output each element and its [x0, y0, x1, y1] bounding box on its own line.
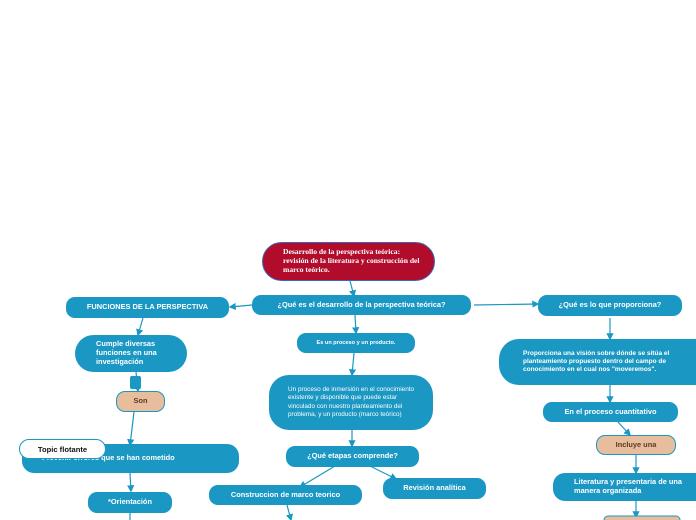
cumple-funciones-label: Cumple diversas funciones en una investi…: [96, 339, 157, 366]
definition-node[interactable]: Un proceso de inmersión en el conocimien…: [269, 375, 433, 430]
vision-label: Proporciona una visión sobre dónde se si…: [523, 350, 670, 373]
process-product-label: Es un proceso y un producto.: [316, 339, 396, 346]
center-question-label: ¿Qué es el desarrollo de la perspectiva …: [277, 299, 446, 309]
funciones-perspectiva-label: FUNCIONES DE LA PERSPECTIVA: [86, 302, 209, 312]
orientacion-node[interactable]: *Orientación: [88, 492, 172, 513]
stages-question-label: ¿Qué etapas comprende?: [307, 451, 398, 461]
cumple-funciones-node[interactable]: Cumple diversas funciones en una investi…: [75, 335, 187, 372]
center-question-node[interactable]: ¿Qué es el desarrollo de la perspectiva …: [252, 295, 471, 315]
incluye-una-node[interactable]: Incluye una: [596, 435, 676, 455]
floating-topic[interactable]: Topic flotante: [19, 439, 106, 459]
proceso-cuantitativo-label: En el proceso cuantitativo: [564, 406, 657, 416]
root-topic-label: Desarrollo de la perspectiva teórica: re…: [283, 247, 420, 274]
stages-question-node[interactable]: ¿Qué etapas comprende?: [286, 446, 419, 467]
stage-revision-analitica-node[interactable]: Revisión analítica: [383, 478, 486, 499]
floating-topic-label: Topic flotante: [37, 444, 88, 454]
definition-label: Un proceso de inmersión en el conocimien…: [288, 385, 415, 418]
son-node[interactable]: Son: [116, 391, 165, 412]
process-product-node[interactable]: Es un proceso y un producto.: [297, 333, 415, 353]
que-proporciona-label: ¿Qué es lo que proporciona?: [558, 300, 662, 310]
que-proporciona-node[interactable]: ¿Qué es lo que proporciona?: [538, 295, 682, 316]
root-topic[interactable]: Desarrollo de la perspectiva teórica: re…: [262, 242, 435, 281]
prevenir-errores-label: Prevenir errores que se han cometido: [42, 453, 175, 463]
incluye-una-label: Incluye una: [615, 439, 657, 449]
vision-node[interactable]: Proporciona una visión sobre dónde se si…: [499, 339, 696, 385]
stage-marco-teorico-label: Construccion de marco teorico: [230, 489, 341, 499]
proceso-cuantitativo-node[interactable]: En el proceso cuantitativo: [543, 402, 678, 422]
stage-marco-teorico-node[interactable]: Construccion de marco teorico: [209, 485, 362, 505]
son-label: Son: [133, 396, 148, 406]
literatura-node[interactable]: Literatura y presentaria de una manera o…: [553, 473, 696, 501]
orientacion-label: *Orientación: [108, 497, 152, 507]
literatura-label: Literatura y presentaria de una manera o…: [574, 477, 683, 495]
funciones-perspectiva-node[interactable]: FUNCIONES DE LA PERSPECTIVA: [66, 297, 229, 318]
stage-revision-analitica-label: Revisión analítica: [403, 483, 466, 493]
